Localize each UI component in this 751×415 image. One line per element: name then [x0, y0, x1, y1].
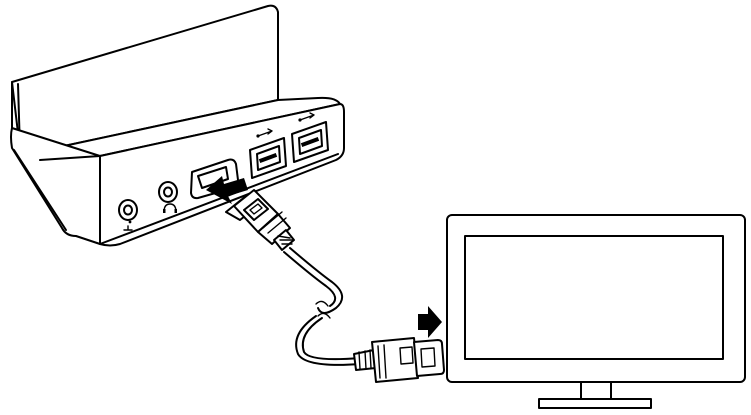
mic-jack-icon	[118, 199, 138, 231]
right-arrow-icon	[206, 176, 248, 204]
usb-port-icon	[249, 128, 287, 179]
right-arrow-icon	[418, 306, 442, 338]
displayport-cable-icon	[225, 189, 445, 383]
docking-station-icon	[10, 4, 345, 247]
usb-port-icon	[291, 112, 329, 163]
headphone-jack-icon	[158, 181, 178, 213]
monitor-icon	[446, 214, 746, 409]
